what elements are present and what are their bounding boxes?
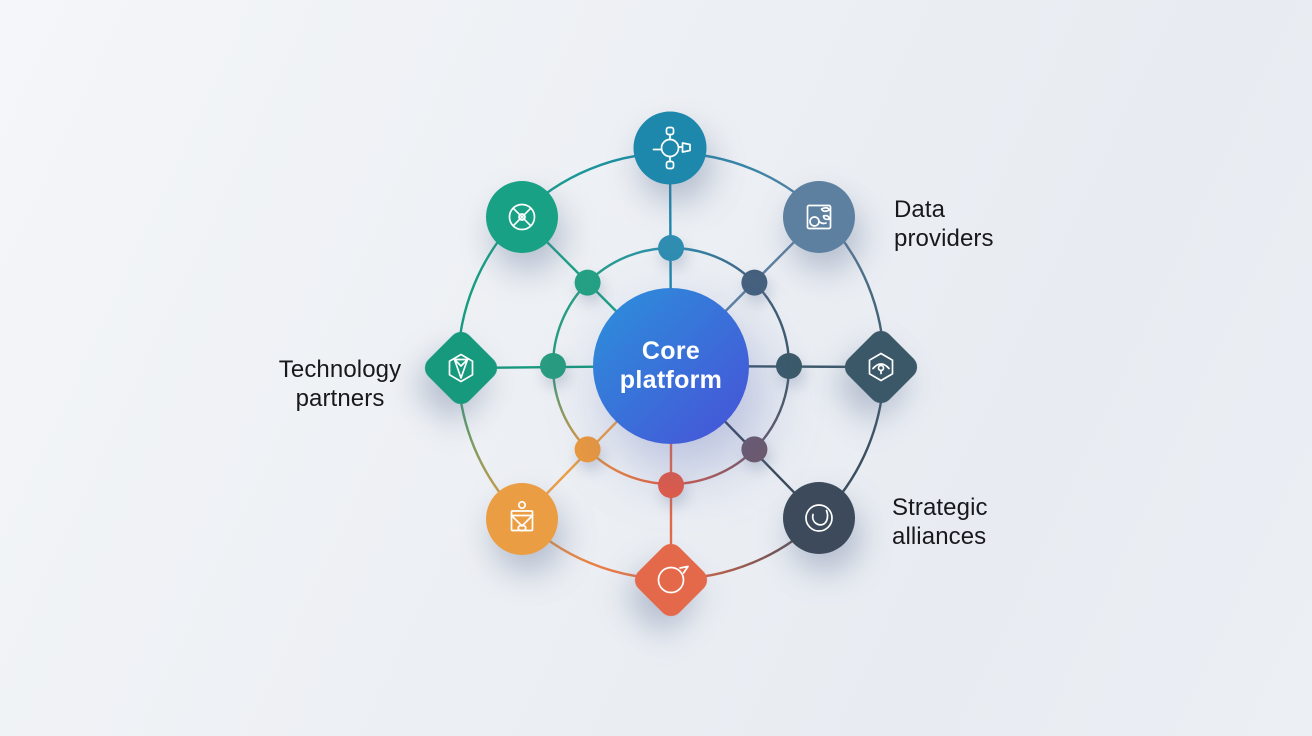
node-circle [486, 483, 558, 555]
sphere-wireframe-icon [508, 203, 536, 231]
connector-dot-top-right [741, 269, 768, 296]
ring-segment [670, 246, 756, 284]
hexagon-eye-icon [868, 352, 894, 382]
connector-dot-bottom-right [741, 436, 768, 463]
label-technology-partners: Technology partners [278, 356, 402, 412]
core-platform-node [593, 288, 749, 444]
connector-dot-top [658, 235, 684, 261]
node-bottom-right [783, 482, 855, 554]
node-bottom [634, 543, 708, 617]
ring-segment [753, 281, 791, 367]
node-top [633, 111, 707, 185]
node-top-left [486, 181, 558, 253]
ring-segment [670, 448, 756, 486]
node-circle [783, 181, 855, 253]
connector-dot-bottom-left [574, 436, 601, 463]
person-badge-icon [510, 500, 534, 532]
connector-dot-top-left [574, 269, 601, 296]
node-left [424, 331, 498, 405]
image-frame-icon [806, 204, 832, 230]
crystal-cube-icon [448, 353, 474, 383]
ring-segment [753, 365, 791, 451]
ring-segment [586, 246, 672, 284]
hub-network-icon [652, 126, 691, 170]
node-circle [783, 482, 855, 554]
node-top-right [783, 181, 855, 253]
ring-segment [586, 448, 672, 486]
connector-dot-right [776, 353, 802, 379]
core-platform-label: Core platform [619, 337, 723, 394]
node-diamond [844, 330, 918, 404]
connector-dot-bottom [658, 472, 684, 498]
node-diamond [634, 543, 708, 617]
swoosh-circle-icon [805, 504, 833, 532]
orbit-arrow-icon [657, 565, 689, 594]
node-circle [633, 111, 707, 185]
label-strategic-alliances: Strategic alliances [892, 494, 988, 550]
ring-segment [551, 365, 589, 451]
label-data-providers: Data providers [894, 196, 994, 252]
node-bottom-left [486, 483, 558, 555]
connector-dots [540, 235, 802, 498]
ring-segment [551, 281, 589, 367]
node-diamond [424, 331, 498, 405]
connector-dot-left [540, 353, 566, 379]
node-right [844, 330, 918, 404]
